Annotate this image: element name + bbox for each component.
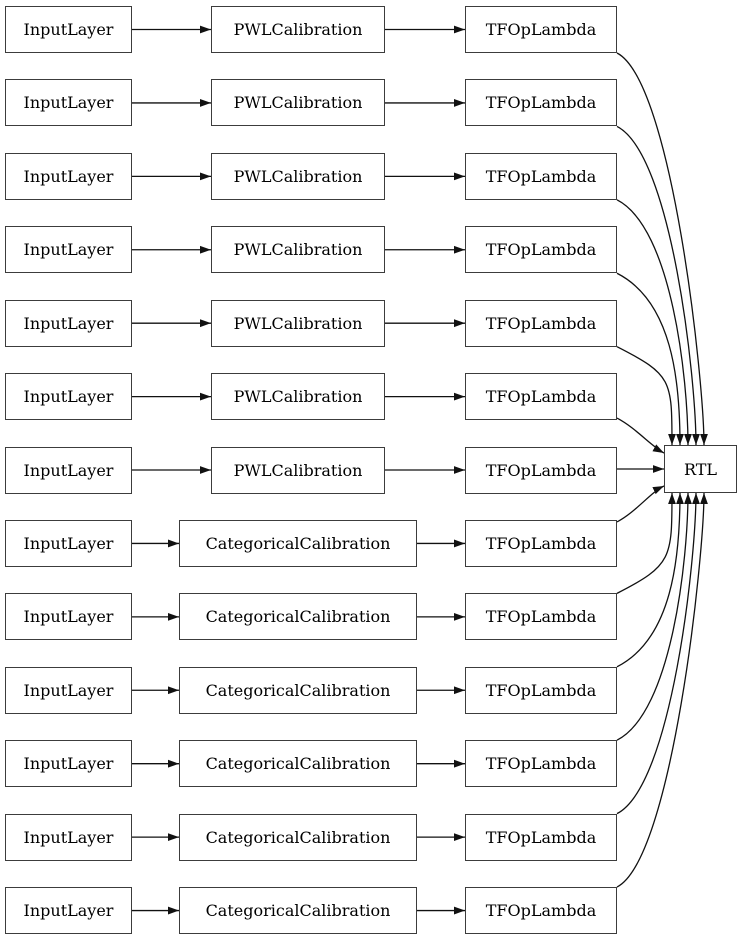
node-input-layer-12: InputLayer (5, 813, 132, 861)
edge-lambda-to-rtl-13 (616, 492, 708, 888)
node-input-layer-7-label: InputLayer (23, 460, 114, 480)
edge-lambda-to-rtl-11 (616, 492, 692, 741)
node-pwl-calibration-7: PWLCalibration (211, 446, 385, 494)
node-categorical-calibration-13: CategoricalCalibration (179, 887, 417, 935)
node-input-layer-6: InputLayer (5, 373, 132, 421)
node-tfop-lambda-1-label: TFOpLambda (485, 20, 597, 39)
node-tfop-lambda-13: TFOpLambda (465, 887, 617, 935)
node-categorical-calibration-8-label: CategoricalCalibration (205, 533, 391, 553)
node-rtl: RTL (664, 445, 737, 493)
node-pwl-calibration-1: PWLCalibration (211, 6, 385, 53)
node-input-layer-10-label: InputLayer (23, 680, 114, 700)
node-input-layer-9: InputLayer (5, 593, 132, 641)
node-tfop-lambda-12: TFOpLambda (465, 813, 617, 861)
node-input-layer-5-label: InputLayer (23, 313, 114, 333)
node-pwl-calibration-3: PWLCalibration (211, 152, 385, 200)
node-tfop-lambda-12-label: TFOpLambda (485, 827, 597, 847)
node-tfop-lambda-10-label: TFOpLambda (485, 680, 597, 700)
node-pwl-calibration-4-label: PWLCalibration (233, 240, 363, 260)
node-input-layer-11-label: InputLayer (23, 754, 114, 774)
edge-lambda-to-rtl-12 (616, 492, 700, 815)
node-input-layer-12-label: InputLayer (23, 827, 114, 847)
node-tfop-lambda-2: TFOpLambda (465, 79, 617, 127)
edge-lambda-to-rtl-10 (616, 492, 684, 668)
node-tfop-lambda-3-label: TFOpLambda (485, 166, 597, 186)
node-input-layer-6-label: InputLayer (23, 387, 114, 407)
node-input-layer-9-label: InputLayer (23, 607, 114, 627)
node-tfop-lambda-11-label: TFOpLambda (485, 754, 597, 774)
node-tfop-lambda-5: TFOpLambda (465, 299, 617, 347)
edge-lambda-to-rtl-4 (616, 272, 684, 446)
edge-lambda-to-rtl-6 (616, 417, 665, 454)
node-categorical-calibration-13-label: CategoricalCalibration (205, 901, 391, 921)
node-input-layer-13-label: InputLayer (23, 901, 114, 921)
node-tfop-lambda-10: TFOpLambda (465, 666, 617, 714)
node-input-layer-11: InputLayer (5, 740, 132, 788)
edge-lambda-to-rtl-8 (616, 485, 665, 523)
node-input-layer-10: InputLayer (5, 666, 132, 714)
node-categorical-calibration-10: CategoricalCalibration (179, 666, 417, 714)
node-input-layer-5: InputLayer (5, 299, 132, 347)
node-tfop-lambda-11: TFOpLambda (465, 740, 617, 788)
node-pwl-calibration-1-label: PWLCalibration (233, 20, 363, 39)
node-tfop-lambda-13-label: TFOpLambda (485, 901, 597, 921)
node-pwl-calibration-5: PWLCalibration (211, 299, 385, 347)
node-tfop-lambda-2-label: TFOpLambda (485, 93, 597, 113)
node-input-layer-13: InputLayer (5, 887, 132, 935)
node-categorical-calibration-9: CategoricalCalibration (179, 593, 417, 641)
node-pwl-calibration-2-label: PWLCalibration (233, 93, 363, 113)
node-tfop-lambda-9-label: TFOpLambda (485, 607, 597, 627)
node-tfop-lambda-7-label: TFOpLambda (485, 460, 597, 480)
node-categorical-calibration-9-label: CategoricalCalibration (205, 607, 391, 627)
node-tfop-lambda-9: TFOpLambda (465, 593, 617, 641)
node-input-layer-3-label: InputLayer (23, 166, 114, 186)
node-rtl-label: RTL (683, 459, 718, 479)
edge-lambda-to-rtl-5 (616, 346, 676, 446)
node-input-layer-8-label: InputLayer (23, 533, 114, 553)
node-input-layer-1: InputLayer (5, 6, 132, 53)
node-tfop-lambda-8-label: TFOpLambda (485, 533, 597, 553)
node-tfop-lambda-6: TFOpLambda (465, 373, 617, 421)
node-tfop-lambda-6-label: TFOpLambda (485, 387, 597, 407)
node-pwl-calibration-6: PWLCalibration (211, 373, 385, 421)
node-input-layer-3: InputLayer (5, 152, 132, 200)
node-pwl-calibration-2: PWLCalibration (211, 79, 385, 127)
node-tfop-lambda-8: TFOpLambda (465, 519, 617, 567)
node-pwl-calibration-6-label: PWLCalibration (233, 387, 363, 407)
node-tfop-lambda-4-label: TFOpLambda (485, 240, 597, 260)
node-categorical-calibration-8: CategoricalCalibration (179, 519, 417, 567)
node-categorical-calibration-12: CategoricalCalibration (179, 813, 417, 861)
node-tfop-lambda-5-label: TFOpLambda (485, 313, 597, 333)
edge-lambda-to-rtl-2 (616, 125, 700, 446)
node-input-layer-4: InputLayer (5, 226, 132, 274)
node-tfop-lambda-4: TFOpLambda (465, 226, 617, 274)
node-input-layer-2: InputLayer (5, 79, 132, 127)
node-pwl-calibration-3-label: PWLCalibration (233, 166, 363, 186)
node-categorical-calibration-12-label: CategoricalCalibration (205, 827, 391, 847)
node-tfop-lambda-1: TFOpLambda (465, 6, 617, 53)
node-input-layer-4-label: InputLayer (23, 240, 114, 260)
node-input-layer-1-label: InputLayer (23, 20, 114, 39)
node-pwl-calibration-4: PWLCalibration (211, 226, 385, 274)
node-input-layer-2-label: InputLayer (23, 93, 114, 113)
edge-lambda-to-rtl-3 (616, 199, 692, 446)
node-tfop-lambda-3: TFOpLambda (465, 152, 617, 200)
edge-lambda-to-rtl-1 (616, 52, 708, 446)
node-tfop-lambda-7: TFOpLambda (465, 446, 617, 494)
node-categorical-calibration-10-label: CategoricalCalibration (205, 680, 391, 700)
node-input-layer-7: InputLayer (5, 446, 132, 494)
edge-lambda-to-rtl-9 (616, 492, 676, 594)
node-categorical-calibration-11-label: CategoricalCalibration (205, 754, 391, 774)
node-pwl-calibration-7-label: PWLCalibration (233, 460, 363, 480)
node-pwl-calibration-5-label: PWLCalibration (233, 313, 363, 333)
node-categorical-calibration-11: CategoricalCalibration (179, 740, 417, 788)
node-input-layer-8: InputLayer (5, 519, 132, 567)
